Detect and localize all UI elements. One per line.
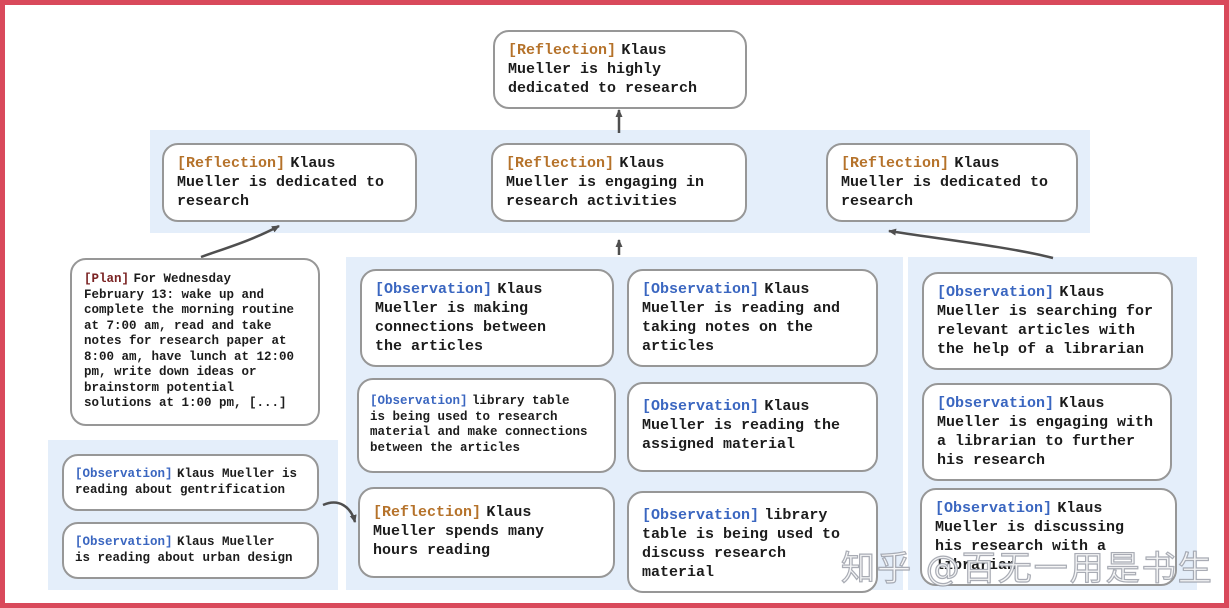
reflection-tag: [Reflection] — [506, 155, 615, 172]
arrow-plan-to-reflection — [200, 224, 280, 259]
observation-tag: [Observation] — [935, 500, 1053, 517]
node-observation-library-table-research: [Observation]library table is being used… — [357, 378, 616, 473]
node-observation-gentrification: [Observation]Klaus Mueller is reading ab… — [62, 454, 319, 511]
node-text: Klaus Mueller is dedicated to research — [841, 155, 1049, 210]
zhihu-watermark: 知乎 @百无一用是书生 — [840, 548, 1214, 589]
plan-tag: [Plan] — [84, 272, 130, 286]
node-plan: [Plan]For Wednesday February 13: wake up… — [70, 258, 320, 426]
node-observation-taking-notes: [Observation]Klaus Mueller is reading an… — [627, 269, 878, 367]
observation-tag: [Observation] — [642, 507, 760, 524]
reflection-tag: [Reflection] — [373, 504, 482, 521]
node-text: Klaus Mueller spends many hours reading — [373, 504, 545, 559]
arrow-leftobs-to-reflection — [322, 501, 357, 523]
node-reflection-right: [Reflection]Klaus Mueller is dedicated t… — [826, 143, 1078, 222]
node-text: Klaus Mueller is reading about urban des… — [75, 535, 293, 565]
node-reflection-middle: [Reflection]Klaus Mueller is engaging in… — [491, 143, 747, 222]
observation-tag: [Observation] — [642, 398, 760, 415]
reflection-tag: [Reflection] — [841, 155, 950, 172]
observation-tag: [Observation] — [937, 395, 1055, 412]
observation-tag: [Observation] — [937, 284, 1055, 301]
node-observation-discussing-research: [Observation]Klaus Mueller is discussing… — [920, 488, 1177, 586]
node-observation-assigned-material: [Observation]Klaus Mueller is reading th… — [627, 382, 878, 472]
node-observation-searching-articles: [Observation]Klaus Mueller is searching … — [922, 272, 1173, 370]
node-observation-making-connections: [Observation]Klaus Mueller is making con… — [360, 269, 614, 367]
node-text: Klaus Mueller is reading about gentrific… — [75, 467, 298, 497]
observation-tag: [Observation] — [375, 281, 493, 298]
reflection-tag: [Reflection] — [177, 155, 286, 172]
observation-tag: [Observation] — [642, 281, 760, 298]
node-text: Klaus Mueller is engaging with a librari… — [937, 395, 1154, 469]
arrow-rightband-to-reflection — [888, 228, 1054, 260]
node-reflection-left: [Reflection]Klaus Mueller is dedicated t… — [162, 143, 417, 222]
node-root-reflection: [Reflection]Klaus Mueller is highly dedi… — [493, 30, 747, 109]
observation-tag: [Observation] — [75, 467, 173, 481]
node-text: Klaus Mueller is reading the assigned ma… — [642, 398, 841, 453]
node-observation-library-table-discuss: [Observation]library table is being used… — [627, 491, 878, 593]
node-text: Klaus Mueller is engaging in research ac… — [506, 155, 705, 210]
reflection-tag: [Reflection] — [508, 42, 617, 59]
node-text: Klaus Mueller is making connections betw… — [375, 281, 547, 355]
node-reflection-hours-reading: [Reflection]Klaus Mueller spends many ho… — [358, 487, 615, 578]
node-text: Klaus Mueller is searching for relevant … — [937, 284, 1154, 358]
node-observation-engaging-librarian: [Observation]Klaus Mueller is engaging w… — [922, 383, 1172, 481]
observation-tag: [Observation] — [370, 394, 468, 408]
node-text: For Wednesday February 13: wake up and c… — [84, 272, 295, 410]
observation-tag: [Observation] — [75, 535, 173, 549]
connector-arrows — [200, 109, 1054, 523]
node-text: Klaus Mueller is dedicated to research — [177, 155, 385, 210]
node-observation-urban-design: [Observation]Klaus Mueller is reading ab… — [62, 522, 319, 579]
node-text: Klaus Mueller is reading and taking note… — [642, 281, 841, 355]
node-text: Klaus Mueller is highly dedicated to res… — [508, 42, 698, 97]
node-text: library table is being used to research … — [370, 394, 588, 455]
node-text: library table is being used to discuss r… — [642, 507, 841, 581]
node-text: Klaus Mueller is discussing his research… — [935, 500, 1125, 574]
